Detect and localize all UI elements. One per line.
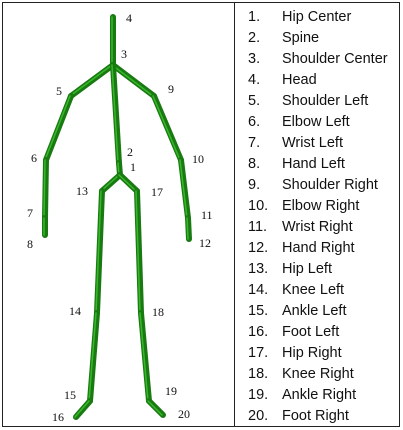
joint-index: 19. [248, 385, 268, 406]
joint-index: 7. [248, 133, 260, 154]
bone-highlight [44, 160, 45, 218]
joint-legend-list: 1. Hip Center 2. Spine 3. Shoulder Center 4. He… [235, 3, 399, 426]
bone-highlight [119, 175, 136, 191]
skeleton-bones [44, 17, 189, 417]
joint-name: Foot Left [282, 322, 339, 343]
joint-index: 9. [248, 175, 260, 196]
bone-highlight [187, 218, 188, 239]
bone-highlight [112, 65, 153, 96]
bone-highlight [70, 65, 112, 96]
joint-name: Hip Left [282, 259, 332, 280]
joint-index: 3. [248, 49, 260, 70]
joint-index: 15. [248, 301, 268, 322]
joint-number-label: 16 [52, 410, 64, 424]
joint-number-label: 12 [199, 236, 211, 250]
joint-name: Elbow Left [282, 112, 350, 133]
joint-name: Spine [282, 28, 319, 49]
joint-name: Shoulder Center [282, 49, 388, 70]
joint-index: 17. [248, 343, 268, 364]
joint-name: Knee Left [282, 280, 344, 301]
joint-number-label: 2 [127, 145, 133, 159]
joint-number-label: 18 [152, 305, 164, 319]
joint-number-label: 19 [165, 384, 177, 398]
joint-name: Wrist Right [282, 217, 353, 238]
joint-number-label: 9 [168, 82, 174, 96]
bone-segment [113, 65, 119, 163]
joint-name: Shoulder Right [282, 175, 378, 196]
joint-number-label: 13 [76, 184, 88, 198]
joint-index: 11. [248, 217, 267, 238]
joint-number-label: 14 [69, 304, 81, 318]
joint-name: Hand Right [282, 238, 355, 259]
joint-index: 6. [248, 112, 260, 133]
joint-name: Wrist Left [282, 133, 343, 154]
joint-number-label: 3 [121, 47, 127, 61]
joint-index: 2. [248, 28, 260, 49]
bone-segment [90, 313, 97, 401]
joint-index: 14. [248, 280, 268, 301]
joint-index: 1. [248, 7, 260, 28]
joint-name: Ankle Left [282, 301, 347, 322]
joint-number-label: 11 [201, 208, 213, 222]
joint-name: Hip Right [282, 343, 342, 364]
joint-name: Head [282, 70, 317, 91]
joint-number-label: 20 [178, 407, 190, 421]
bone-segment [141, 313, 149, 401]
joint-name: Foot Right [282, 406, 349, 427]
bone-segment [76, 401, 90, 417]
bone-segment [154, 96, 181, 160]
joint-number-label: 15 [64, 388, 76, 402]
joint-name: Hand Left [282, 154, 345, 175]
bone-highlight [153, 96, 180, 160]
joint-name: Knee Right [282, 364, 354, 385]
joint-number-label: 17 [151, 185, 163, 199]
skeleton-figure: 4 3 5 9 6 10 21 13 17 7 11 8 12 14 18 15 19 16 20 [3, 3, 234, 428]
joint-index: 4. [248, 70, 260, 91]
joint-number-label: 5 [56, 84, 62, 98]
joint-index: 5. [248, 91, 260, 112]
joint-index: 16. [248, 322, 268, 343]
joint-name: Elbow Right [282, 196, 359, 217]
joint-name: Shoulder Left [282, 91, 368, 112]
joint-number-label: 4 [126, 11, 132, 25]
joint-index: 12. [248, 238, 268, 259]
joint-index: 18. [248, 364, 268, 385]
joint-number-label: 8 [27, 237, 33, 251]
joint-index: 8. [248, 154, 260, 175]
bone-segment [181, 160, 188, 218]
joint-name: Ankle Right [282, 385, 356, 406]
joint-index: 20. [248, 406, 268, 427]
joint-number-label: 7 [27, 206, 33, 220]
joint-number-label: 1 [130, 160, 136, 174]
joint-number-label: 10 [192, 152, 204, 166]
joint-number-label: 6 [31, 151, 37, 165]
bone-highlight [45, 96, 70, 160]
joint-index: 10. [248, 196, 268, 217]
joint-name: Hip Center [282, 7, 351, 28]
joint-index: 13. [248, 259, 268, 280]
bone-segment [46, 96, 71, 160]
